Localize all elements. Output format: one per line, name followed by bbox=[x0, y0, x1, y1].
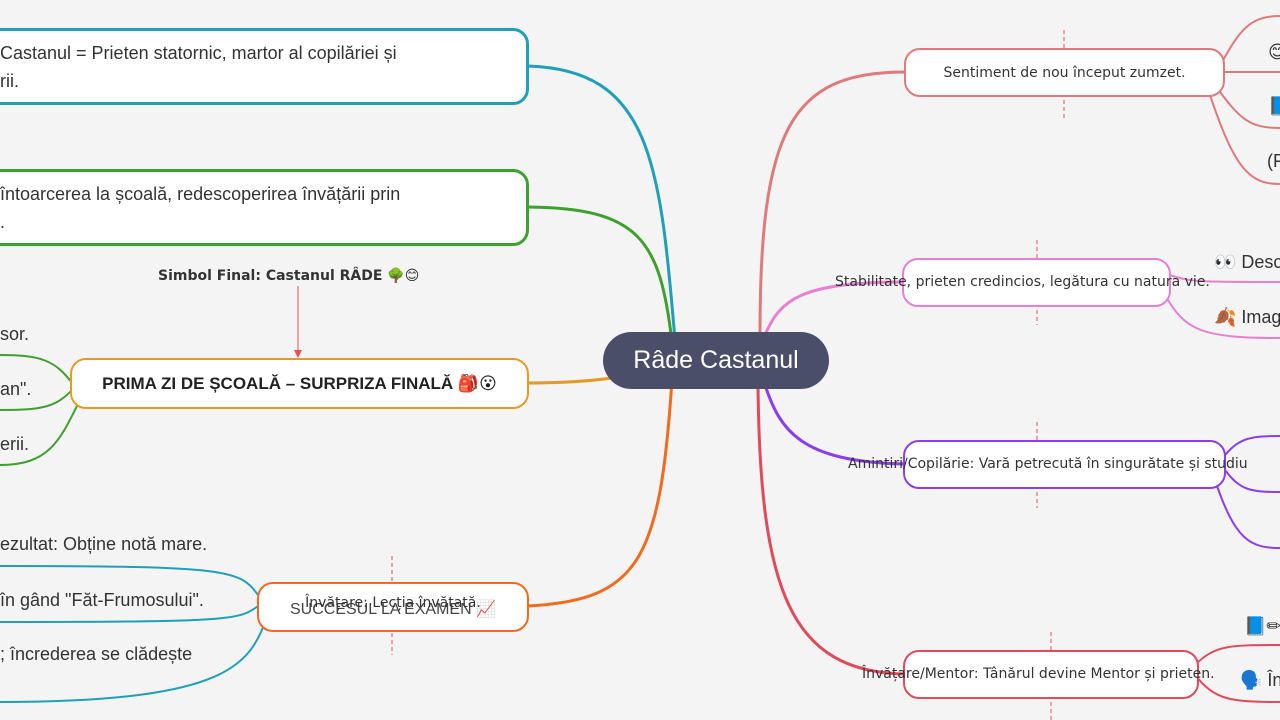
right-node4-leaf-1[interactable]: 📘✏ bbox=[1244, 616, 1280, 636]
right-node4-leaf-2[interactable]: 🗣️ În bbox=[1240, 670, 1280, 690]
right-node-stability[interactable] bbox=[902, 258, 1171, 307]
right-node-mentor[interactable] bbox=[903, 650, 1199, 699]
right-node1-leaf-2[interactable]: 📘 bbox=[1268, 96, 1280, 116]
left-node-school-return-line2: . bbox=[0, 211, 6, 232]
right-node-stability-text: Stabilitate, prieten credincios, legătur… bbox=[835, 274, 1210, 290]
central-topic[interactable]: Râde Castanul bbox=[603, 332, 829, 389]
exam-overlay-text: Învățare: Lecția învățată. bbox=[305, 595, 481, 611]
school-leaf-3[interactable]: erii. bbox=[0, 434, 30, 454]
symbol-final-callout: Simbol Final: Castanul RÂDE 🌳😊 bbox=[158, 268, 420, 284]
right-node-childhood-text: Amintiri/Copilărie: Vară petrecută în si… bbox=[848, 456, 1248, 472]
right-node-new-beginning[interactable]: Sentiment de nou început zumzet. bbox=[904, 48, 1225, 97]
left-node-friend[interactable]: Castanul = Prieten statornic, martor al … bbox=[0, 28, 529, 105]
exam-leaf-2[interactable]: în gând "Făt-Frumosului". bbox=[0, 590, 204, 610]
left-node-school-return[interactable]: întoarcerea la școală, redescoperirea în… bbox=[0, 169, 529, 246]
exam-success-node[interactable]: SUCCESUL LA EXAMEN 📈 Învățare: Lecția în… bbox=[257, 582, 529, 632]
school-leaf-1[interactable]: sor. bbox=[0, 324, 30, 344]
left-node-friend-line2: rii. bbox=[0, 70, 19, 91]
exam-success-title: SUCCESUL LA EXAMEN 📈 bbox=[289, 601, 497, 618]
school-leaf-2[interactable]: an". bbox=[0, 379, 32, 399]
right-node-childhood[interactable] bbox=[903, 440, 1226, 489]
exam-leaf-1[interactable]: ezultat: Obține notă mare. bbox=[0, 534, 208, 554]
exam-leaf-3[interactable]: ; încrederea se clădește bbox=[0, 644, 193, 664]
first-school-day-node[interactable]: PRIMA ZI DE ȘCOALĂ – SURPRIZA FINALĂ 🎒😮 bbox=[70, 358, 529, 409]
left-node-friend-line1: Castanul = Prieten statornic, martor al … bbox=[0, 42, 397, 63]
left-node-school-return-line1: întoarcerea la școală, redescoperirea în… bbox=[0, 183, 401, 204]
right-node-mentor-text: Învățare/Mentor: Tânărul devine Mentor ș… bbox=[862, 666, 1215, 682]
right-node1-leaf-3[interactable]: (F bbox=[1267, 151, 1280, 171]
right-node2-leaf-2[interactable]: 🍂 Imag bbox=[1214, 307, 1280, 327]
right-node1-leaf-1[interactable]: 😊 bbox=[1268, 42, 1280, 62]
right-node2-leaf-1[interactable]: 👀 Desc bbox=[1214, 252, 1280, 272]
